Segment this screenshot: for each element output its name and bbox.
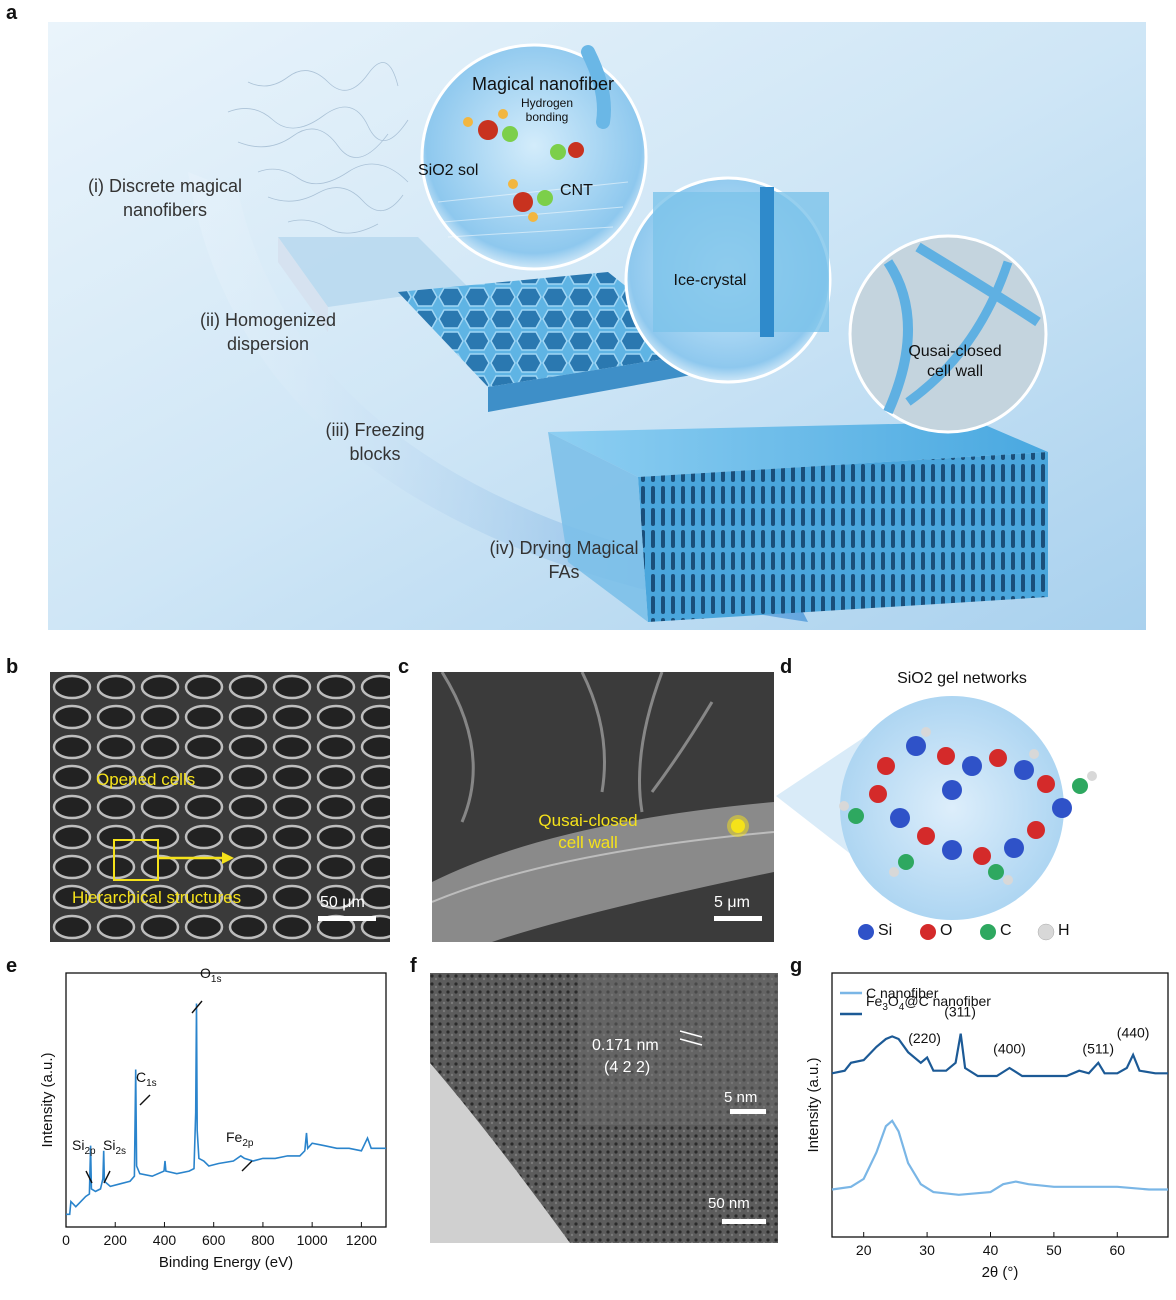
panel-f-tem: 0.171 nm (4 2 2) 5 nm 50 nm: [430, 973, 778, 1243]
annotation-arrow: [85, 1170, 93, 1184]
scale-bar-f-inset: 5 nm: [724, 1089, 758, 1106]
xrd-chart: 20 30 40 50 60 2θ (°) Intensity (a.u.) C nanofi…: [805, 972, 1169, 1281]
peak-label: (311): [944, 1004, 976, 1020]
anno-o1s: O1s: [200, 965, 222, 985]
panel-label-g: g: [790, 955, 803, 977]
legend-h: H: [1058, 922, 1070, 939]
peak-label: (400): [993, 1040, 1026, 1056]
x-axis-label: 2θ (°): [982, 1264, 1019, 1281]
annotation-arrow: [241, 1160, 253, 1172]
panel-c-sem: Qusai-closed cell wall 5 μm: [432, 672, 774, 942]
x-tick-label: 800: [251, 1232, 275, 1248]
x-tick-label: 60: [1109, 1242, 1125, 1258]
legend-g-fe3o4: Fe3O4@C nanofiber: [866, 993, 991, 1013]
x-tick-label: 50: [1046, 1242, 1062, 1258]
peak-label: (511): [1082, 1040, 1114, 1056]
series-line-0: [831, 1119, 1168, 1196]
scale-bar-b: 50 μm: [320, 894, 365, 911]
plot-frame: [65, 972, 387, 1228]
panel-d-molecule: [776, 696, 1097, 941]
sio2-sol-label: SiO2 sol: [418, 162, 479, 179]
panel-label-f: f: [410, 955, 417, 977]
scale-bar-f-main: 50 nm: [708, 1195, 750, 1212]
lattice-spacing: 0.171 nm: [592, 1037, 659, 1054]
annotation-arrow: [139, 1094, 151, 1106]
panel-g: 20 30 40 50 60 2θ (°) Intensity (a.u.) C nanofi…: [796, 965, 1176, 1295]
legend-o: O: [940, 922, 953, 939]
opened-cells-label: Opened cells: [96, 770, 196, 789]
annotation-arrow: [191, 1000, 203, 1014]
bubble-cell-wall: [848, 234, 1048, 434]
panel-label-a: a: [6, 2, 18, 24]
magical-nanofiber-label: Magical nanofiber: [471, 74, 615, 94]
sio2-gel-title: SiO2 gel networks: [897, 670, 1027, 687]
x-tick-label: 600: [202, 1232, 226, 1248]
plot-frame: [831, 972, 1169, 1238]
anno-si2s: Si2s: [103, 1137, 127, 1157]
series-line-0: [66, 1003, 386, 1216]
hydrogen-bonding-label: Hydrogen bonding: [520, 96, 574, 124]
legend-si: Si: [878, 922, 893, 939]
panel-a-illustration: [48, 22, 1146, 630]
panel-label-e: e: [6, 955, 18, 977]
hierarchical-label: Hierarchical structures: [72, 888, 242, 907]
step-2-label: (ii) Homogenized dispersion: [199, 310, 337, 354]
annotation-arrow: [103, 1170, 111, 1184]
lattice-plane: (4 2 2): [604, 1059, 651, 1076]
peak-label: (220): [908, 1030, 941, 1046]
x-tick-label: 1000: [297, 1232, 328, 1248]
anno-si2p: Si2p: [72, 1137, 96, 1157]
series-line-1: [831, 1033, 1168, 1078]
panel-a: (i) Discrete magical nanofibers (ii) Hom…: [48, 22, 1146, 630]
scale-bar-c: 5 μm: [714, 894, 750, 911]
panel-d: SiO2 gel networks Si O C H: [776, 666, 1176, 956]
x-tick-label: 1200: [346, 1232, 377, 1248]
ice-crystal-label: Ice-crystal: [673, 272, 747, 289]
panel-label-b: b: [6, 656, 19, 678]
step-3-label: (iii) Freezing blocks: [325, 420, 425, 464]
bubble-ice-crystal: [624, 176, 832, 384]
step-4-label: (iv) Drying Magical FAs: [489, 538, 639, 582]
panel-b-sem-texture: [50, 672, 390, 942]
panel-b-sem: Opened cells Hierarchical structures 50 …: [50, 672, 390, 942]
legend-c: C: [1000, 922, 1012, 939]
x-tick-label: 400: [153, 1232, 177, 1248]
peak-label: (440): [1117, 1025, 1150, 1041]
x-tick-label: 30: [919, 1242, 935, 1258]
x-tick-label: 200: [104, 1232, 128, 1248]
step-1-label: (i) Discrete magical nanofibers: [87, 176, 243, 220]
x-tick-label: 40: [983, 1242, 999, 1258]
x-axis-label: Binding Energy (eV): [159, 1254, 293, 1271]
anno-c1s: C1s: [136, 1069, 157, 1089]
cell-wall-label: Qusai-closed cell wall: [908, 343, 1002, 380]
panel-label-c: c: [398, 656, 410, 678]
bubble-magical-nanofiber: [420, 43, 648, 271]
legend-label-0: C nanofiber: [866, 985, 939, 1001]
qusai-closed-label: Qusai-closed cell wall: [538, 811, 638, 852]
panel-f-tem-texture: [430, 973, 778, 1243]
y-axis-label: Intensity (a.u.): [39, 1052, 56, 1147]
anno-fe2p: Fe2p: [226, 1129, 254, 1149]
x-tick-label: 20: [856, 1242, 872, 1258]
cnt-label: CNT: [560, 182, 593, 199]
x-tick-label: 0: [62, 1232, 70, 1248]
panel-label-d: d: [780, 656, 793, 678]
panel-c-sem-texture: [432, 672, 774, 942]
y-axis-label: Intensity (a.u.): [805, 1057, 822, 1152]
